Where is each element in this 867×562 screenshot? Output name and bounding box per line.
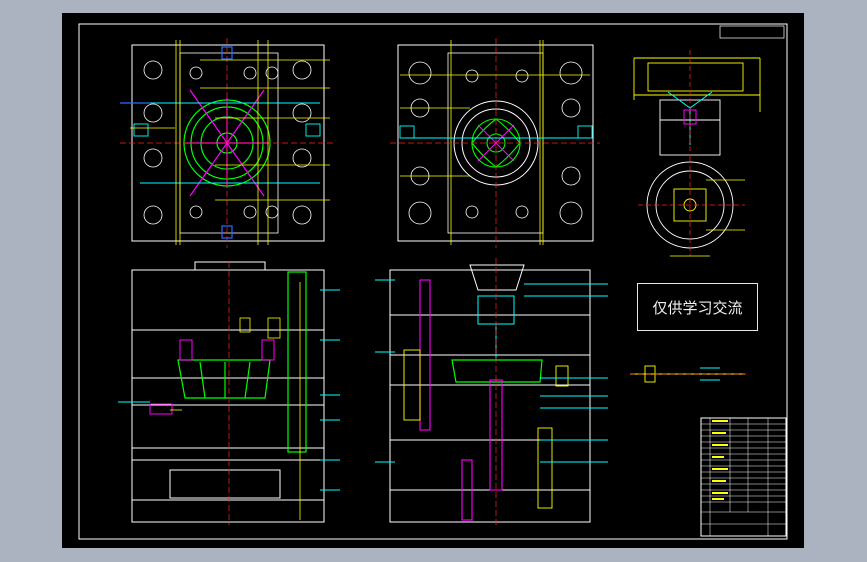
detail-side-view — [630, 365, 750, 383]
leader-lines-right — [400, 40, 590, 245]
study-note-box: 仅供学习交流 — [637, 283, 758, 331]
title-block — [700, 417, 787, 537]
plan-view-left — [120, 38, 335, 248]
part-view-top — [633, 50, 761, 158]
centerlines-right — [390, 38, 600, 248]
sheet-background — [62, 13, 804, 548]
blue-features-left — [120, 46, 233, 239]
study-note-text: 仅供学习交流 — [652, 298, 743, 317]
corner-title-tag — [719, 25, 785, 39]
bolt-holes-left — [143, 60, 312, 225]
cooling-lines-left — [133, 102, 321, 184]
cooling-right — [399, 125, 593, 139]
section-view-right — [375, 258, 608, 528]
centerlines-left — [120, 38, 335, 248]
drawing-frame — [78, 23, 788, 540]
leader-lines-left — [130, 40, 330, 245]
part-view-circle — [638, 158, 745, 257]
plan-view-right — [390, 38, 600, 248]
section-view-left — [118, 261, 340, 525]
